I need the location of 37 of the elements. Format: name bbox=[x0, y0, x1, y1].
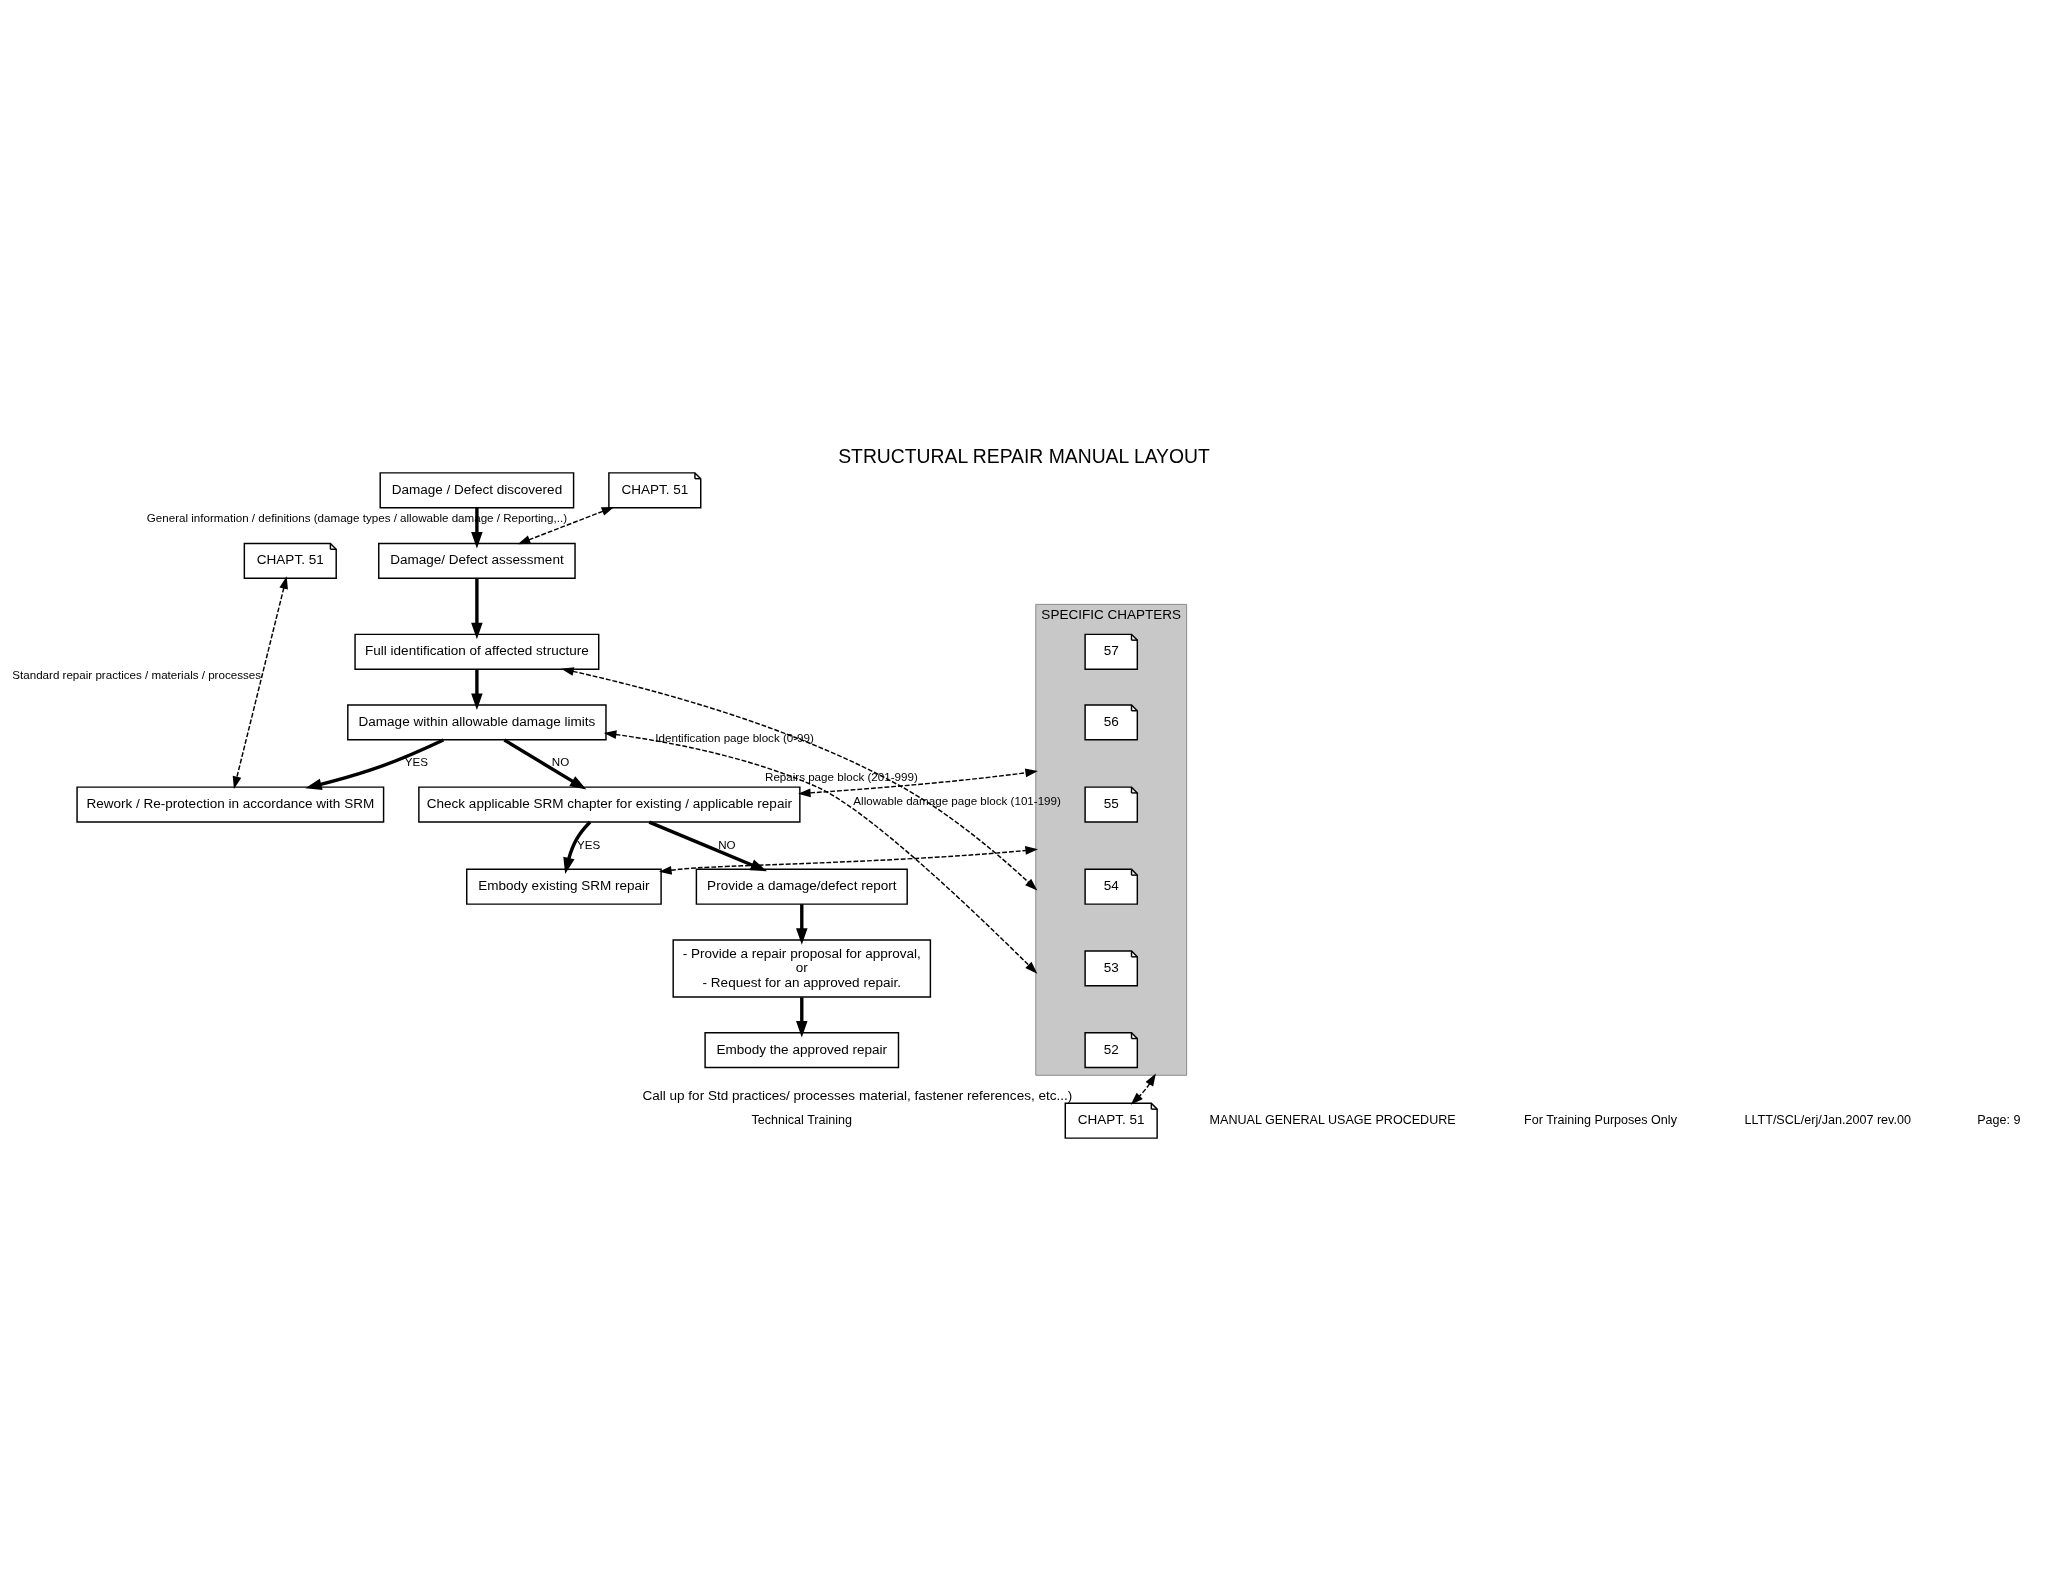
label: Technical Training bbox=[751, 1113, 853, 1128]
node-box: Check applicable SRM chapter for existing / applicable repair bbox=[418, 786, 801, 823]
label: LLTT/SCL/erj/Jan.2007 rev.00 bbox=[1744, 1113, 1911, 1128]
label: For Training Purposes Only bbox=[1524, 1113, 1677, 1128]
arrow bbox=[796, 904, 808, 945]
arrow bbox=[503, 738, 587, 790]
node-box: Damage within allowable damage limits bbox=[347, 704, 607, 741]
edge-label: NO bbox=[718, 837, 736, 851]
edge-label: YES bbox=[576, 837, 601, 851]
edge-label: Standard repair practices / materials / processes bbox=[12, 667, 262, 681]
arrow bbox=[1130, 1073, 1156, 1105]
edge-label: NO bbox=[551, 755, 570, 769]
label: Page: 9 bbox=[1977, 1113, 2021, 1128]
node-box: Full identification of affected structure bbox=[354, 633, 600, 670]
edge-label: Allowable damage page block (101-199) bbox=[853, 793, 1061, 807]
arrow bbox=[561, 667, 1038, 891]
node-label: Call up for Std practices/ processes material, fastener references, etc...) bbox=[642, 1087, 1073, 1103]
arrow bbox=[471, 669, 483, 711]
node-box: Damage/ Defect assessment bbox=[378, 542, 576, 579]
arrow bbox=[517, 506, 615, 545]
node-box: - Provide a repair proposal for approval, or - Request for an approved repair. bbox=[672, 939, 932, 998]
arrow bbox=[603, 730, 1038, 974]
node-box: Rework / Re-protection in accordance with SRM bbox=[76, 786, 385, 823]
arrow bbox=[471, 578, 483, 640]
label: MANUAL GENERAL USAGE PROCEDURE bbox=[1209, 1113, 1456, 1128]
node-box: Embody existing SRM repair bbox=[466, 868, 662, 905]
arrow bbox=[232, 576, 288, 789]
diagram-title: STRUCTURAL REPAIR MANUAL LAYOUT bbox=[838, 446, 1210, 468]
arrow bbox=[305, 738, 445, 790]
node-box: Damage / Defect discovered bbox=[379, 472, 575, 509]
node-box: Provide a damage/defect report bbox=[695, 868, 908, 905]
arrow bbox=[659, 846, 1038, 875]
arrow bbox=[563, 820, 592, 875]
edge-label: YES bbox=[404, 755, 429, 769]
arrow bbox=[796, 997, 808, 1038]
arrow bbox=[648, 820, 768, 872]
node-box: Embody the approved repair bbox=[704, 1032, 900, 1069]
